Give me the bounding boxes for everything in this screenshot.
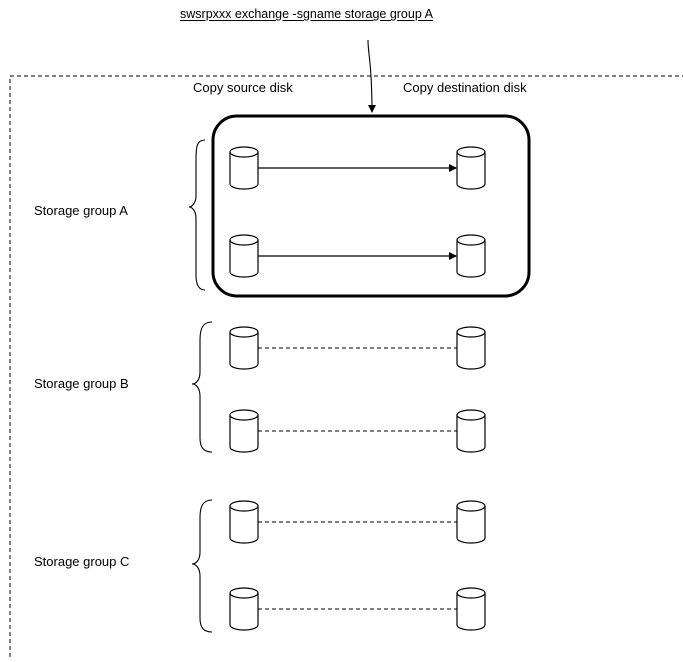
group-a-selection-box [211,114,531,298]
command-pointer-line [367,39,376,113]
destination-disk-b2 [456,409,486,453]
group-b-brace [191,321,213,453]
destination-disk-c2 [456,587,486,631]
source-disk-b1 [229,326,259,370]
destination-disk-b1 [456,326,486,370]
system-boundary [9,75,683,657]
source-disk-c1 [229,500,259,544]
destination-disk-c1 [456,500,486,544]
source-column-label: Copy source disk [193,80,293,95]
source-disk-a2 [229,234,259,278]
source-disk-a1 [229,146,259,190]
group-c-label: Storage group C [34,554,130,569]
source-disk-b2 [229,409,259,453]
group-c-brace [191,499,213,633]
group-b-label: Storage group B [34,376,129,391]
destination-disk-a2 [456,234,486,278]
command-text: swsrpxxx exchange -sgname storage group … [180,7,433,21]
group-a-brace [188,139,206,291]
source-disk-c2 [229,587,259,631]
destination-column-label: Copy destination disk [403,80,527,95]
group-a-label: Storage group A [34,203,128,218]
destination-disk-a1 [456,146,486,190]
